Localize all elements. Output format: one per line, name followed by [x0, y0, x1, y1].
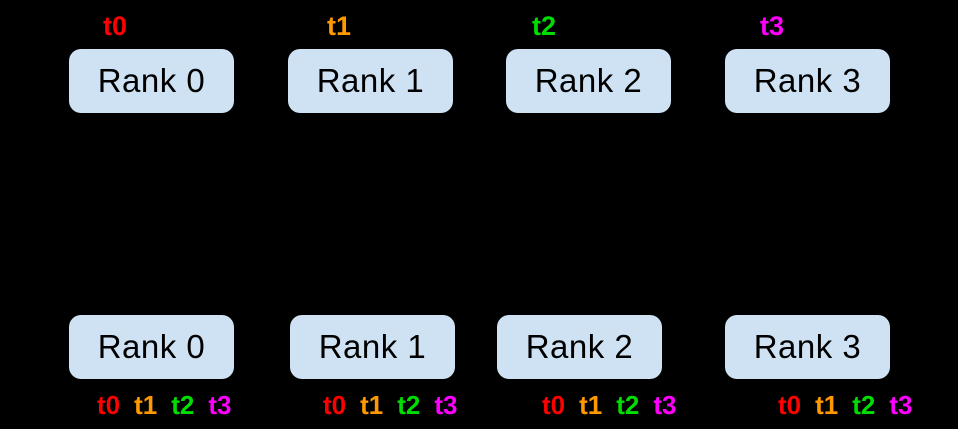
rank-box-top-0: Rank 0	[69, 49, 234, 113]
thread-label-top-t2: t2	[532, 11, 557, 41]
rank-box-label: Rank 1	[318, 328, 427, 365]
rank-box-top-3: Rank 3	[725, 49, 890, 113]
rank-box-bottom-2: Rank 2	[497, 315, 662, 379]
thread-label: t3	[889, 390, 913, 420]
thread-label: t0	[542, 390, 566, 420]
thread-label: t1	[360, 390, 384, 420]
thread-label: t1	[579, 390, 603, 420]
rank-box-bottom-0: Rank 0	[69, 315, 234, 379]
thread-label: t1	[815, 390, 839, 420]
rank-box-top-1: Rank 1	[288, 49, 453, 113]
thread-label: t3	[653, 390, 677, 420]
thread-label: t2	[171, 390, 195, 420]
thread-label: t1	[134, 390, 158, 420]
thread-group-rank2: t0 t1 t2 t3	[542, 392, 677, 418]
thread-group-rank0: t0 t1 t2 t3	[97, 392, 232, 418]
thread-label: t2	[616, 390, 640, 420]
thread-group-rank3: t0 t1 t2 t3	[778, 392, 913, 418]
rank-box-label: Rank 2	[525, 328, 634, 365]
rank-box-bottom-1: Rank 1	[290, 315, 455, 379]
thread-group-rank1: t0 t1 t2 t3	[323, 392, 458, 418]
rank-box-label: Rank 3	[753, 62, 862, 99]
thread-label-top-t1: t1	[327, 11, 352, 41]
thread-label: t0	[778, 390, 802, 420]
rank-box-bottom-3: Rank 3	[725, 315, 890, 379]
rank-box-label: Rank 1	[316, 62, 425, 99]
rank-box-label: Rank 0	[97, 328, 206, 365]
thread-label-top-t0: t0	[103, 11, 128, 41]
thread-label: t0	[97, 390, 121, 420]
rank-box-label: Rank 2	[534, 62, 643, 99]
thread-label: t3	[434, 390, 458, 420]
thread-label: t0	[323, 390, 347, 420]
thread-label: t2	[852, 390, 876, 420]
rank-box-top-2: Rank 2	[506, 49, 671, 113]
thread-label-top-t3: t3	[760, 11, 785, 41]
rank-box-label: Rank 0	[97, 62, 206, 99]
thread-label: t3	[208, 390, 232, 420]
rank-box-label: Rank 3	[753, 328, 862, 365]
thread-label: t2	[397, 390, 421, 420]
